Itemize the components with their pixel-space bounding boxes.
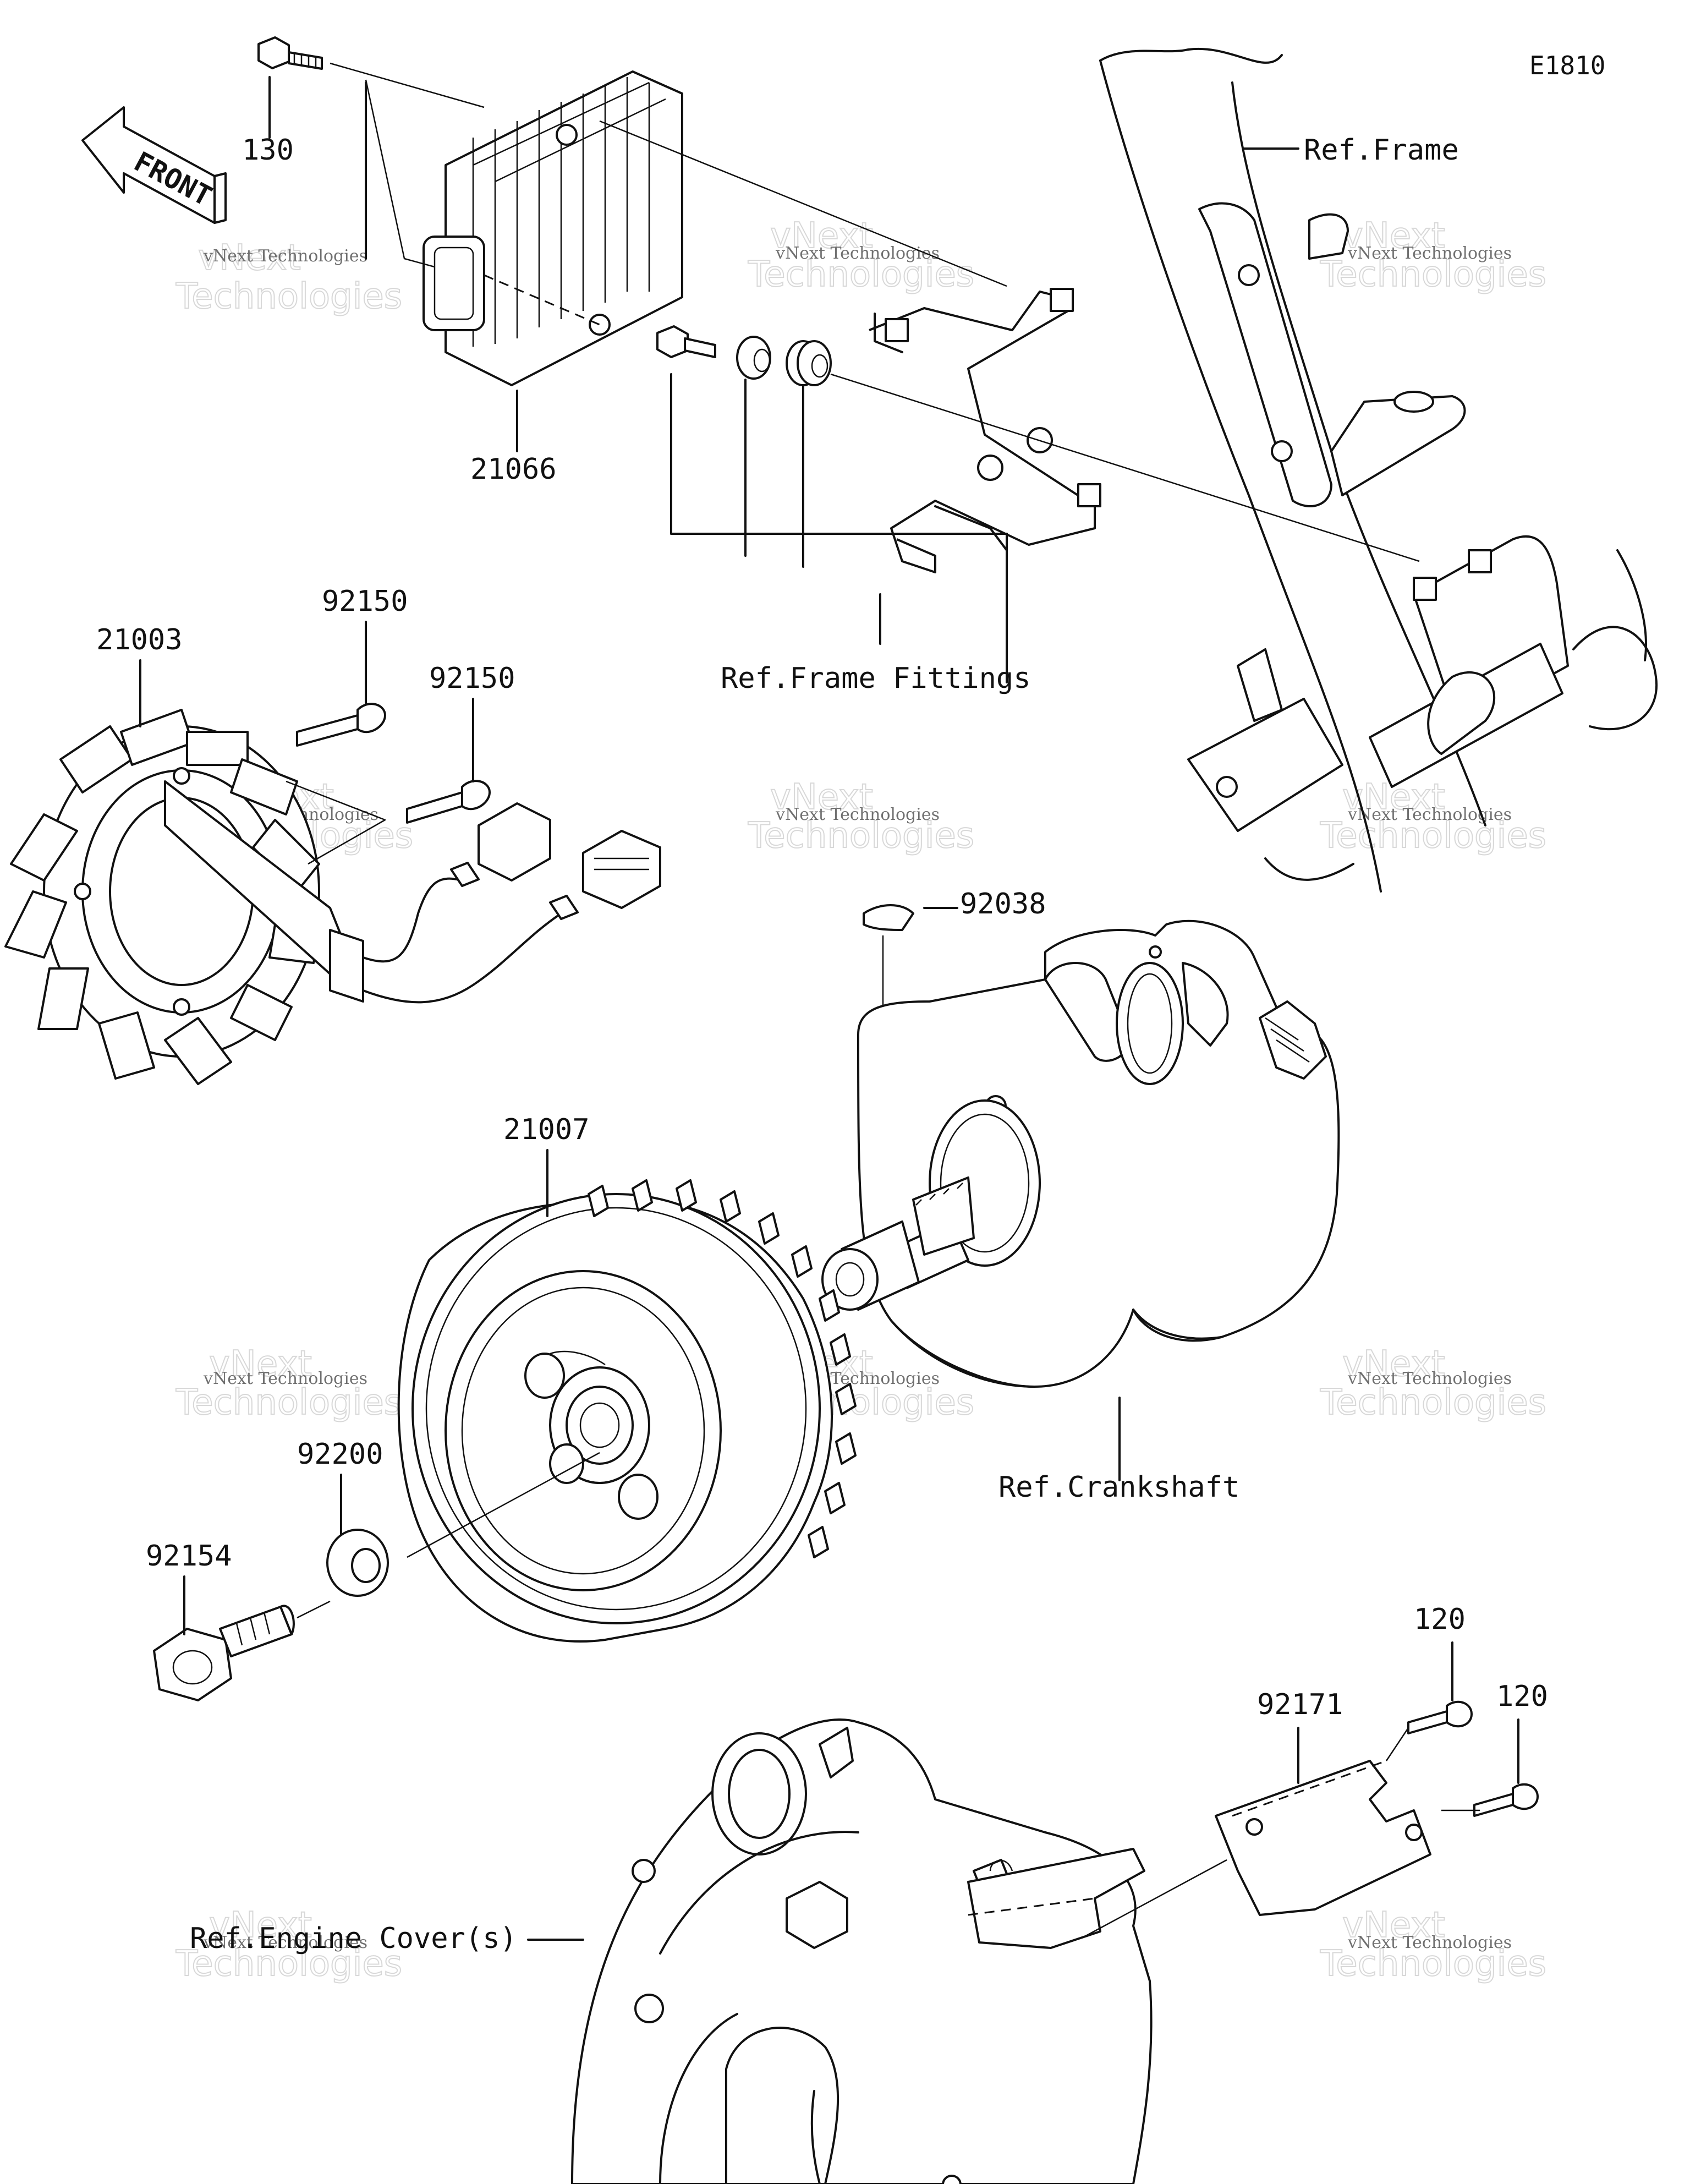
watermark: vNext Technologies vNext Technologies — [1319, 1343, 1547, 1424]
frame-fittings-icon — [869, 288, 1101, 573]
svg-text:vNext Technologies: vNext Technologies — [203, 1369, 367, 1388]
svg-text:vNext Technologies: vNext Technologies — [203, 247, 367, 266]
regulator-rectifier-icon — [422, 70, 683, 386]
part-label-21007: 21007 — [503, 1113, 590, 1146]
watermark: vNext Technologies vNext Technologies — [1319, 215, 1547, 295]
part-label-21066: 21066 — [470, 453, 557, 486]
svg-text:Technologies: Technologies — [1320, 1382, 1546, 1423]
part-label-92150-a: 92150 — [322, 585, 408, 618]
part-label-92150-b: 92150 — [429, 662, 515, 695]
bolt-130-icon — [257, 36, 323, 70]
svg-text:Technologies: Technologies — [175, 1382, 402, 1423]
svg-text:vNext: vNext — [770, 777, 873, 818]
assembly-line-rotor — [407, 1452, 600, 1558]
part-label-92038: 92038 — [960, 888, 1046, 921]
screw-120-b-icon — [1473, 1783, 1539, 1817]
svg-text:vNext: vNext — [198, 238, 301, 278]
watermark: vNext Technologies vNext Technologies — [175, 1904, 403, 1985]
watermark: vNext Technologies vNext Technologies — [747, 215, 975, 295]
part-label-21003: 21003 — [96, 623, 183, 656]
svg-text:vNext Technologies: vNext Technologies — [1347, 1369, 1512, 1388]
svg-text:vNext: vNext — [209, 1905, 312, 1946]
part-label-92171: 92171 — [1257, 1688, 1343, 1721]
svg-text:vNext Technologies: vNext Technologies — [775, 244, 940, 263]
svg-text:vNext Technologies: vNext Technologies — [1347, 805, 1512, 824]
diagram-code: E1810 — [1529, 51, 1605, 80]
part-label-120-b: 120 — [1496, 1680, 1548, 1713]
assembly-line-fittings — [830, 373, 1420, 562]
part-label-ref-engine-cover: Ref.Engine Cover(s) — [190, 1922, 517, 1955]
svg-text:vNext Technologies: vNext Technologies — [1347, 244, 1512, 263]
svg-text:vNext: vNext — [1342, 1905, 1445, 1946]
bolt-92154-icon — [153, 1600, 331, 1701]
svg-text:vNext: vNext — [209, 1344, 312, 1384]
svg-text:vNext: vNext — [770, 216, 873, 256]
watermark: vNext Technologies vNext Technologies — [175, 237, 403, 318]
stator-icon — [4, 709, 661, 1085]
bolt-92150-b-icon — [406, 780, 491, 824]
part-label-ref-frame: Ref.Frame — [1304, 134, 1459, 167]
grommet-fitting-icon — [786, 340, 832, 386]
frame-icon — [1099, 47, 1658, 893]
engine-cover-icon — [571, 1718, 1153, 2184]
assembly-lines-92171 — [1385, 1727, 1480, 1811]
crankshaft-icon — [821, 919, 1340, 1388]
bolt-92150-a-icon — [296, 703, 386, 747]
part-label-130: 130 — [242, 134, 294, 167]
flywheel-rotor-icon — [397, 1179, 857, 1643]
svg-text:vNext: vNext — [1342, 216, 1445, 256]
svg-text:Technologies: Technologies — [175, 1944, 402, 1984]
svg-text:Technologies: Technologies — [748, 254, 974, 295]
part-label-92200: 92200 — [297, 1438, 383, 1471]
svg-text:Technologies: Technologies — [1320, 254, 1546, 295]
svg-text:Technologies: Technologies — [1320, 815, 1546, 856]
svg-text:Technologies: Technologies — [1320, 1944, 1546, 1984]
assembly-lines-92150 — [286, 780, 386, 865]
washer-fitting-icon — [736, 336, 771, 380]
watermark: vNext Technologies vNext Technologies — [1319, 776, 1547, 857]
washer-92200-icon — [326, 1529, 389, 1597]
screw-120-a-icon — [1407, 1700, 1473, 1734]
svg-text:vNext Technologies: vNext Technologies — [1347, 1933, 1512, 1952]
part-label-120-a: 120 — [1414, 1603, 1466, 1636]
bolt-fitting-icon — [656, 325, 716, 358]
front-arrow-icon: FRONT — [81, 106, 227, 224]
watermark: vNext Technologies vNext Technologies — [1319, 1904, 1547, 1985]
svg-text:Technologies: Technologies — [748, 815, 974, 856]
woodruff-key-icon — [863, 904, 914, 931]
part-label-92154: 92154 — [146, 1540, 232, 1573]
svg-text:vNext Technologies: vNext Technologies — [775, 805, 940, 824]
cover-plate-92171-icon — [1215, 1760, 1431, 1916]
assembly-line-engine-cover — [1083, 1859, 1227, 1938]
watermark: vNext Technologies vNext Technologies — [175, 1343, 403, 1424]
assembly-lines-21066 — [330, 62, 1007, 287]
svg-text:vNext: vNext — [1342, 1344, 1445, 1384]
watermark: vNext Technologies vNext Technologies — [747, 776, 975, 857]
part-label-ref-frame-fittings: Ref.Frame Fittings — [721, 662, 1031, 695]
svg-text:Technologies: Technologies — [175, 276, 402, 317]
svg-text:vNext Technologies: vNext Technologies — [203, 1933, 367, 1952]
